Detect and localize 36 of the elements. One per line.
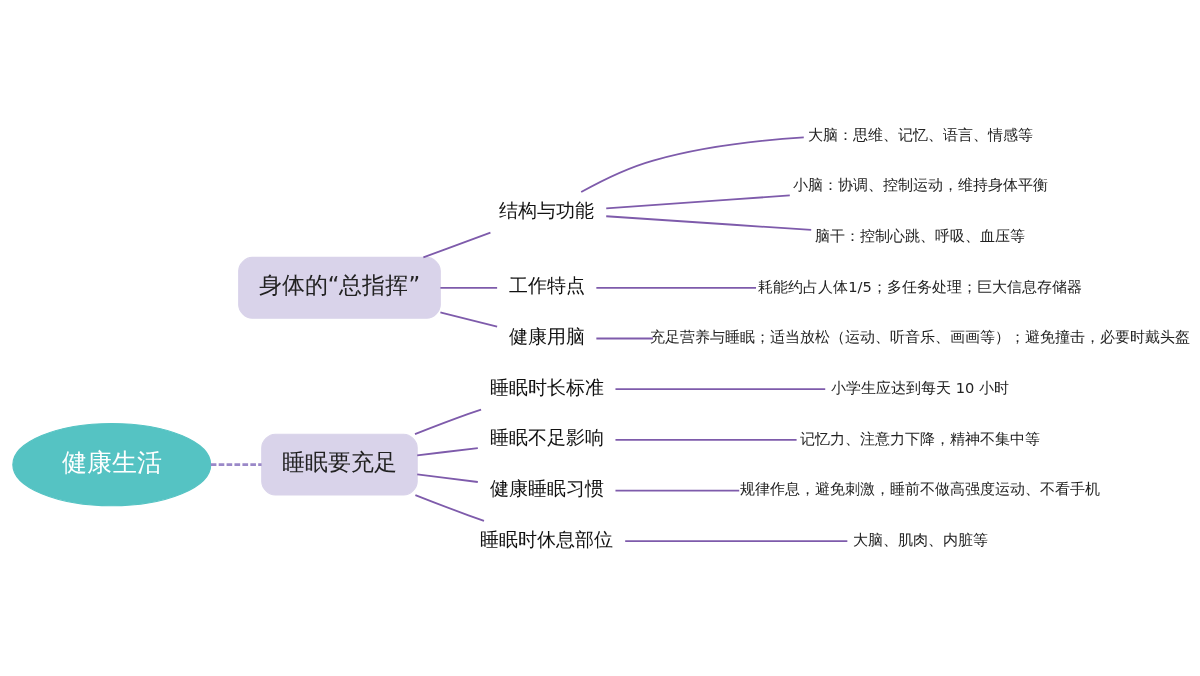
- node-text: 耗能约占人体1/5；多任务处理；巨大信息存储器: [758, 277, 1082, 295]
- node-text: 健康睡眠习惯: [489, 476, 604, 500]
- connector: [614, 438, 798, 441]
- node-text: 工作特点: [508, 273, 585, 297]
- node-text: 充足营养与睡眠；适当放松（运动、听音乐、画画等）；避免撞击，必要时戴头盔: [650, 327, 1191, 345]
- connector: [439, 286, 498, 289]
- node-text: 睡眠不足影响: [489, 425, 604, 449]
- connector: [624, 539, 849, 542]
- node-text: 大脑：思维、记忆、语言、情感等: [807, 125, 1033, 143]
- node-text: 记忆力、注意力下降，精神不集中等: [800, 429, 1041, 447]
- connector: [614, 489, 741, 491]
- connector: [416, 446, 479, 456]
- node-text: 睡眠时长标准: [489, 375, 604, 399]
- connector: [422, 231, 492, 258]
- connector: [614, 387, 827, 390]
- connector: [580, 136, 805, 193]
- node-ellipse: 健康生活: [12, 422, 212, 506]
- node-text: 脑干：控制心跳、呼吸、血压等: [815, 226, 1026, 244]
- node-text: 小学生应达到每天 10 小时: [831, 378, 1010, 396]
- node-text: 规律作息，避免刺激，睡前不做高强度运动、不看手机: [740, 479, 1101, 497]
- connector: [210, 462, 262, 466]
- connector: [439, 311, 498, 327]
- connector: [595, 337, 654, 339]
- node-text: 小脑：协调、控制运动，维持身体平衡: [792, 175, 1048, 193]
- connector: [416, 472, 479, 483]
- connector: [414, 493, 485, 522]
- node-text: 睡眠时休息部位: [480, 527, 614, 551]
- connector: [605, 194, 791, 209]
- node-text: 健康用脑: [508, 324, 585, 348]
- node-text: 大脑、肌肉、内脏等: [852, 530, 988, 548]
- node-box: 身体的“总指挥”: [238, 256, 441, 319]
- connector: [414, 408, 482, 435]
- connector: [595, 286, 757, 289]
- connector: [605, 214, 813, 231]
- node-text: 结构与功能: [499, 198, 595, 222]
- node-box: 睡眠要充足: [261, 433, 418, 496]
